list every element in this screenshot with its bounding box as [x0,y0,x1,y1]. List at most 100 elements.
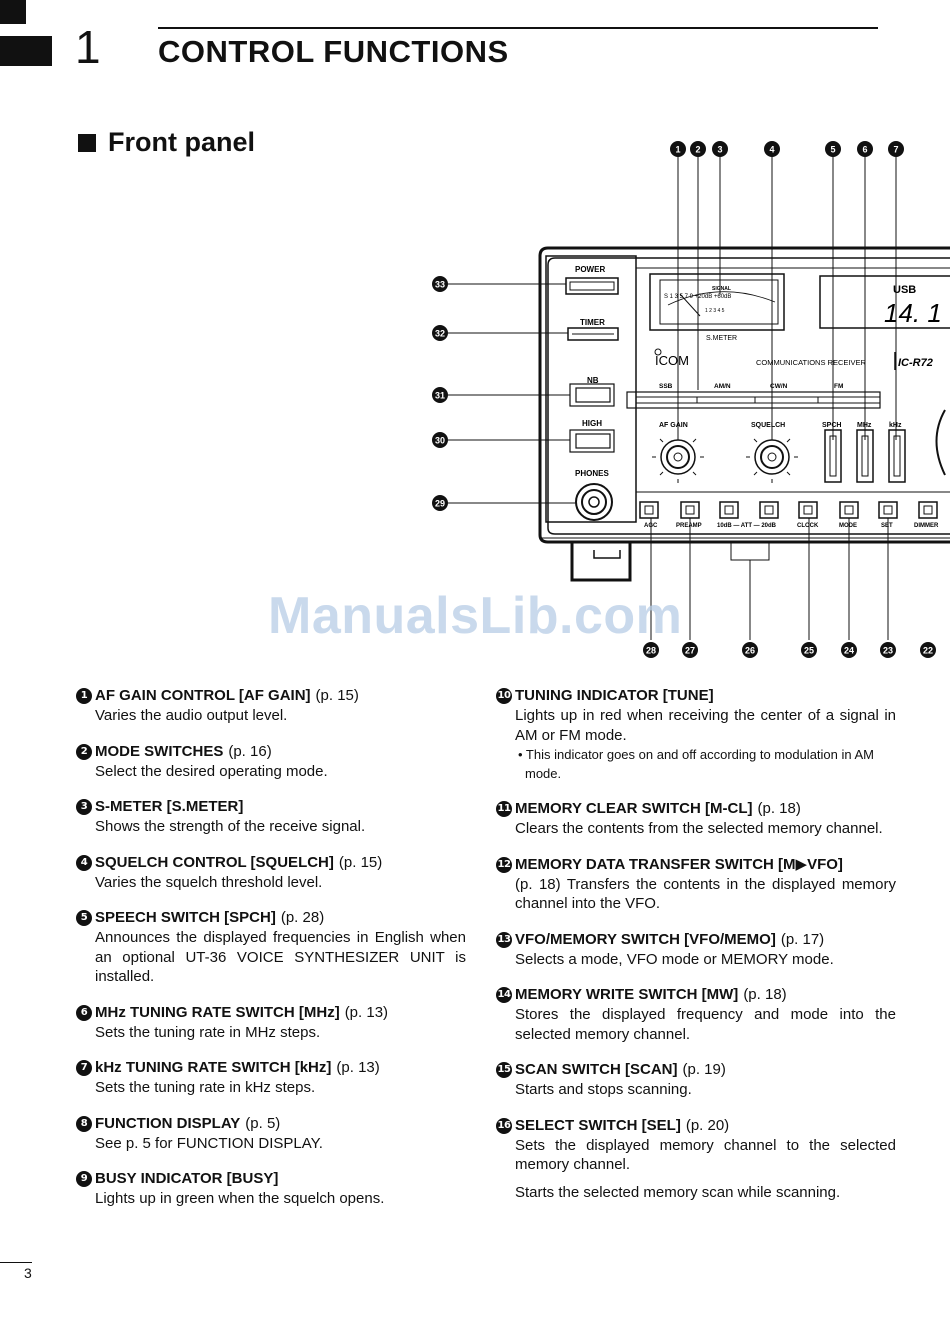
item-number-badge: 3 [76,799,92,815]
model-description: COMMUNICATIONS RECEIVER [756,358,866,367]
chapter-title: CONTROL FUNCTIONS [158,34,509,69]
callout-number: 4 [769,145,774,155]
item-title: SCAN SWITCH [SCAN] [515,1061,678,1078]
item-number-badge: 13 [496,931,512,948]
item-title: MODE SWITCHES [95,742,224,760]
freq-display: 14. 1 [884,298,942,328]
mode-cwn-label: CW/N [770,383,788,390]
item-description: Starts and stops scanning. [515,1081,692,1098]
item-page-ref: (p. 28) [280,909,325,926]
callout-circle [432,387,448,403]
timer-label: TIMER [580,318,605,327]
callout-circle [880,642,896,658]
af-gain-label: AF GAIN [659,422,688,429]
callout-number: 26 [745,646,755,656]
callout-number: 2 [695,145,700,155]
front-panel-diagram: POWER TIMER NB HIGH PHONES SIGNAL S 1 3 … [432,141,950,658]
callout-number: 33 [435,280,445,290]
callout-number: 27 [685,646,695,656]
callout-circle [888,141,904,157]
mode-ssb-label: SSB [659,383,673,390]
callout-number: 6 [862,145,867,155]
callout-circle [801,642,817,658]
item-note: • This indicator goes on and off accordi… [518,747,875,781]
chapter-tab-bottom [0,36,52,66]
item-page-ref: (p. 18) [743,986,787,1003]
signal-label: SIGNAL [712,286,731,292]
squelch-label: SQUELCH [751,422,785,429]
callout-circle [670,141,686,157]
item-description: Varies the squelch threshold level. [95,873,323,891]
item-title: SPEECH SWITCH [SPCH] [95,909,276,926]
callout-circle [742,642,758,658]
page-number: 3 [24,1265,32,1281]
footer-rule [0,1262,32,1263]
power-label: POWER [575,265,605,274]
phones-label: PHONES [575,469,609,478]
item-description: Stores the displayed frequency and mode … [515,1006,896,1043]
item-title: MHz TUNING RATE SWITCH [MHz] [95,1003,340,1021]
mode-display-usb: USB [893,284,916,296]
item-title: MEMORY DATA TRANSFER SWITCH [M▶VFO] [515,855,843,873]
header-rule [158,27,878,29]
bullet-square-icon [78,133,96,152]
callout-circle [764,141,780,157]
high-label: HIGH [582,419,602,428]
item-description: Clears the contents from the selected me… [515,820,883,837]
item-number-badge: 11 [496,801,512,817]
item-description: Select the desired operating mode. [95,762,328,780]
item-page-ref: (p. 5) [245,1114,281,1132]
callout-number: 28 [646,646,656,656]
callout-circle [841,642,857,658]
item-description: Sets the tuning rate in MHz steps. [95,1023,321,1041]
section-title: Front panel [108,127,255,157]
item-number-badge: 15 [496,1062,512,1078]
callout-number: 22 [923,646,933,656]
item-number-badge: 1 [76,688,92,704]
callout-circle [712,141,728,157]
item-number-badge: 16 [496,1117,512,1134]
chapter-tab-top [0,0,26,24]
callout-number: 7 [893,145,898,155]
callout-number: 25 [804,646,814,656]
item-title: SQUELCH CONTROL [SQUELCH] [95,853,334,871]
callout-number: 1 [675,145,680,155]
item-number-badge: 4 [76,854,92,871]
item-description: Varies the audio output level. [95,707,288,724]
att-label: 10dB — ATT — 20dB [717,523,777,529]
item-page-ref: (p. 15) [338,853,383,871]
item-description: Lights up in red when receiving the cent… [515,707,896,744]
spch-label: SPCH [822,422,841,429]
item-title: TUNING INDICATOR [TUNE] [515,687,714,704]
item-description: Shows the strength of the receive signal… [95,818,366,835]
chapter-number: 1 [75,21,101,73]
item-page-ref: (p. 19) [682,1061,726,1078]
item-extra-note: Starts the selected memory scan while sc… [515,1183,841,1201]
item-description: Announces the displayed frequencies in E… [95,929,466,985]
callout-circle [682,642,698,658]
smeter-label: S.METER [706,335,737,342]
item-number-badge: 9 [76,1171,92,1187]
nb-label: NB [587,376,599,385]
item-number-badge: 7 [76,1060,92,1076]
item-page-ref: (p. 13) [344,1003,389,1021]
